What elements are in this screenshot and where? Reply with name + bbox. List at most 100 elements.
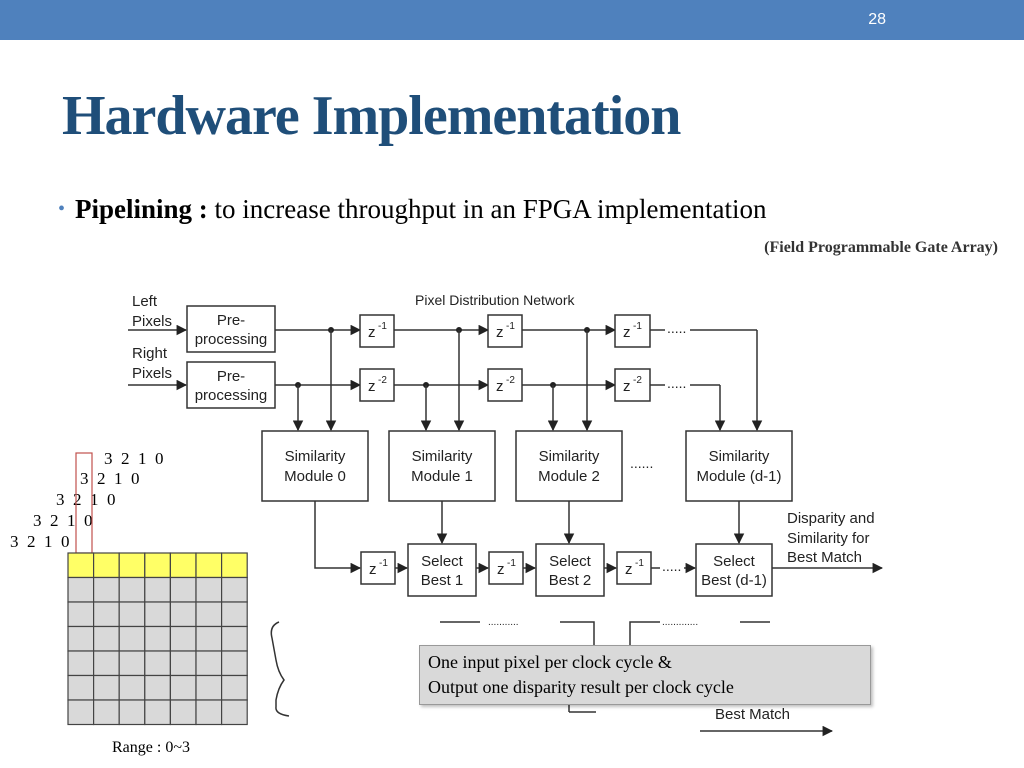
- delay-select-3-exp: -1: [635, 558, 644, 569]
- bullet-point: •Pipelining : to increase throughput in …: [58, 194, 766, 225]
- grid-cell-active: [169, 552, 197, 579]
- grid-cell: [144, 625, 172, 652]
- delay-right-1: z -2: [359, 368, 395, 402]
- right-pixels-label-2: Pixels: [132, 365, 172, 382]
- similarity-module-1-label-1: Similarity: [412, 448, 473, 465]
- sequence-row-1: 3 2 1 0: [104, 449, 164, 468]
- similarity-module-2-label-1: Similarity: [539, 448, 600, 465]
- page-title: Hardware Implementation: [62, 85, 681, 147]
- delay-left-1-exp: -1: [378, 321, 387, 332]
- grid-cell: [67, 625, 95, 652]
- grid-cell: [169, 625, 197, 652]
- grid-cell-active: [92, 552, 120, 579]
- output-label-3: Best Match: [787, 549, 862, 566]
- similarity-module-1: Similarity Module 1: [388, 430, 496, 502]
- fragment-dots: .............: [662, 617, 698, 628]
- grid-cell: [67, 650, 95, 677]
- preprocessing-right-label-1: Pre-: [217, 368, 245, 385]
- range-label: Range : 0~3: [112, 739, 190, 756]
- delay-right-2-exp: -2: [506, 375, 515, 386]
- grid-cell: [169, 601, 197, 628]
- delay-select-2-exp: -1: [507, 558, 516, 569]
- delay-select-3: z -1: [616, 551, 652, 585]
- callout-line-2: Output one disparity result per clock cy…: [428, 677, 734, 697]
- sequence-row-2: 3 2 1 0: [80, 469, 140, 488]
- select-best-2-label-1: Select: [549, 553, 592, 570]
- delay-right-1-z: z: [368, 378, 376, 395]
- bullet-text: to increase throughput in an FPGA implem…: [207, 194, 767, 224]
- grid-cell: [67, 699, 95, 726]
- select-best-last-label-1: Select: [713, 553, 756, 570]
- grid-cell: [169, 674, 197, 701]
- grid-cell: [221, 601, 248, 628]
- similarity-module-last: Similarity Module (d-1): [685, 430, 793, 502]
- left-pixels-label-1: Left: [132, 293, 158, 310]
- delay-left-3-z: z: [623, 324, 631, 341]
- top-bar: 28: [0, 0, 1024, 40]
- grid-cell: [67, 601, 95, 628]
- grid-cell: [195, 601, 223, 628]
- grid-cell-active: [118, 552, 146, 579]
- similarity-module-last-label-1: Similarity: [709, 448, 770, 465]
- fpga-note: (Field Programmable Gate Array): [764, 239, 998, 256]
- select-row-ellipsis: .....: [662, 558, 681, 574]
- output-label-1: Disparity and: [787, 510, 875, 527]
- slide-number: 28: [868, 11, 886, 28]
- delay-left-3: z -1: [614, 314, 651, 348]
- pixel-grid: [67, 552, 248, 726]
- grid-cell: [221, 576, 248, 603]
- grid-cell: [144, 674, 172, 701]
- delay-right-1-exp: -2: [378, 375, 387, 386]
- grid-cell: [92, 601, 120, 628]
- delay-left-1-z: z: [368, 324, 376, 341]
- grid-cell: [118, 699, 146, 726]
- delay-right-2-z: z: [496, 378, 504, 395]
- delay-select-3-z: z: [625, 561, 633, 578]
- delay-left-2: z -1: [487, 314, 523, 348]
- preprocessing-left-label-1: Pre-: [217, 312, 245, 329]
- network-label: Pixel Distribution Network: [415, 292, 575, 308]
- delay-select-1-z: z: [369, 561, 377, 578]
- delay-right-2: z -2: [487, 368, 523, 402]
- left-pixels-label-2: Pixels: [132, 313, 172, 330]
- sequence-row-3: 3 2 1 0: [56, 490, 116, 509]
- grid-cell: [92, 625, 120, 652]
- delay-left-2-exp: -1: [506, 321, 515, 332]
- grid-cell: [144, 601, 172, 628]
- fragment-line: [629, 621, 660, 645]
- grid-cell: [169, 650, 197, 677]
- delay-right-3-exp: -2: [633, 375, 642, 386]
- grid-cell-active: [144, 552, 172, 579]
- callout-box: One input pixel per clock cycle & Output…: [419, 645, 871, 705]
- select-best-1: Select Best 1: [407, 543, 477, 597]
- grid-cell: [221, 699, 248, 726]
- preprocessing-left-box: Pre- processing: [186, 305, 276, 353]
- bullet-term: Pipelining :: [75, 194, 208, 224]
- fragment-best-match-label: Best Match: [715, 706, 790, 723]
- fragment-line: [560, 621, 595, 645]
- grid-cell: [144, 576, 172, 603]
- delay-right-3: z -2: [614, 368, 651, 402]
- grid-cell: [195, 699, 223, 726]
- delay-select-1: z -1: [360, 551, 396, 585]
- output-label-2: Similarity for: [787, 530, 870, 547]
- grid-cell: [67, 674, 95, 701]
- similarity-module-0: Similarity Module 0: [261, 430, 369, 502]
- grid-cell: [221, 674, 248, 701]
- grid-cell: [195, 650, 223, 677]
- grid-cell: [169, 699, 197, 726]
- preprocessing-left-label-2: processing: [195, 331, 268, 348]
- grid-cell: [221, 650, 248, 677]
- similarity-module-last-label-2: Module (d-1): [696, 468, 781, 485]
- delay-right-3-z: z: [623, 378, 631, 395]
- grid-cell: [118, 650, 146, 677]
- grid-cell: [195, 674, 223, 701]
- similarity-module-2-label-2: Module 2: [538, 468, 600, 485]
- fragment-dots: ...........: [488, 617, 519, 628]
- right-bus-ellipsis: .....: [667, 375, 686, 391]
- grid-cell-active: [67, 552, 95, 579]
- similarity-module-0-label-1: Similarity: [285, 448, 346, 465]
- grid-cell: [221, 625, 248, 652]
- select-best-2-label-2: Best 2: [549, 572, 592, 589]
